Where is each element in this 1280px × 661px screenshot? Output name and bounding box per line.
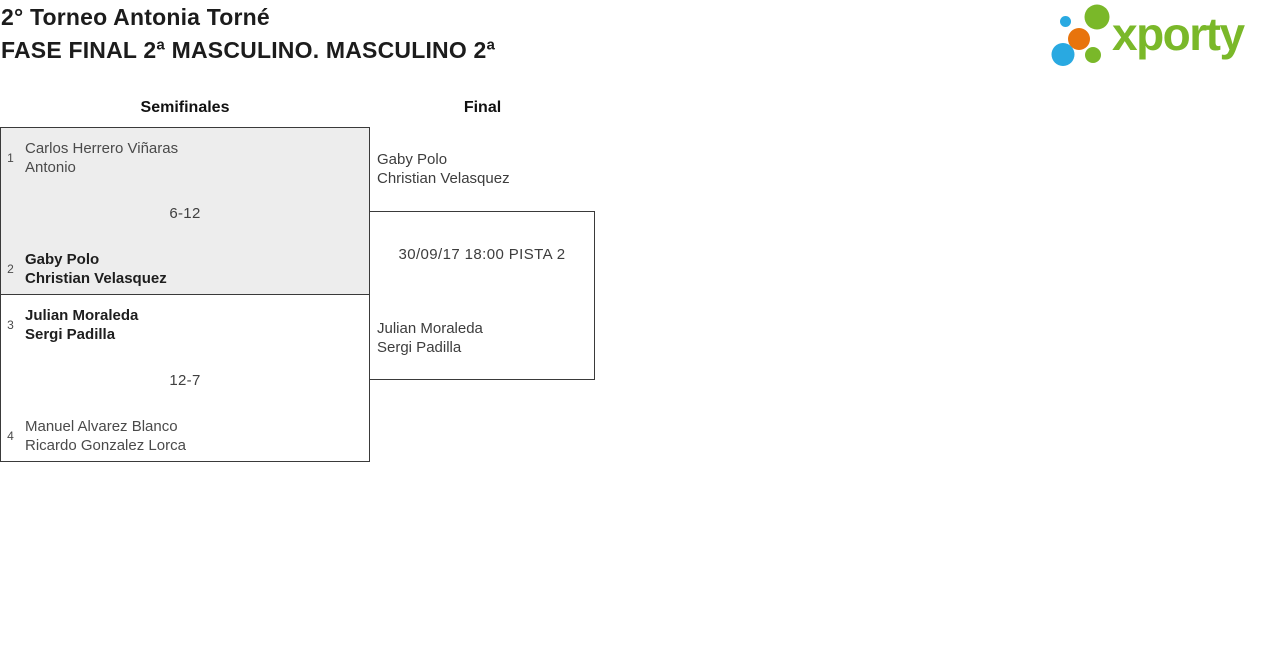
seed-number: 2 (7, 262, 14, 276)
player-name: Christian Velasquez (377, 170, 510, 187)
semifinal-1-team-1: 1 Carlos Herrero Viñaras Antonio (1, 139, 369, 177)
player-name: Julian Moraleda (25, 307, 139, 324)
logo-wordmark: xporty (1112, 8, 1245, 60)
match-score: 6-12 (169, 205, 201, 222)
final-team-2: Julian Moraleda Sergi Padilla (377, 319, 483, 357)
semifinal-2-team-2: 4 Manuel Alvarez Blanco Ricardo Gonzalez… (1, 417, 369, 455)
semifinal-2-team-1: 3 Julian Moraleda Sergi Padilla (1, 306, 369, 344)
xporty-logo[interactable]: xporty (1046, 0, 1280, 72)
player-name: Julian Moraleda (377, 320, 483, 337)
player-name: Christian Velasquez (25, 270, 167, 287)
player-name: Ricardo Gonzalez Lorca (25, 437, 186, 454)
player-name: Manuel Alvarez Blanco (25, 418, 178, 435)
player-name: Carlos Herrero Viñaras (25, 140, 179, 157)
player-name: Sergi Padilla (377, 339, 462, 356)
seed-number: 4 (7, 429, 14, 443)
round-header-final: Final (463, 99, 502, 116)
semifinal-1-card: 1 Carlos Herrero Viñaras Antonio 6-12 2 … (0, 127, 370, 295)
player-name: Gaby Polo (25, 251, 100, 268)
logo-dots-icon (1051, 4, 1110, 66)
seed-number: 3 (7, 318, 14, 332)
final-match-schedule: 30/09/17 18:00 PISTA 2 (398, 246, 566, 263)
seed-number: 1 (7, 151, 14, 165)
semifinal-1-team-2: 2 Gaby Polo Christian Velasquez (1, 250, 369, 288)
tournament-title: 2° Torneo Antonia Torné (1, 4, 270, 30)
player-name: Gaby Polo (377, 151, 448, 168)
round-header-semifinales: Semifinales (140, 99, 230, 116)
final-team-1: Gaby Polo Christian Velasquez (377, 150, 510, 188)
player-name: Sergi Padilla (25, 326, 116, 343)
page-header: 2° Torneo Antonia Torné FASE FINAL 2ª MA… (1, 1, 495, 67)
final-match-card: 30/09/17 18:00 PISTA 2 Julian Moraleda S… (369, 211, 595, 380)
match-score: 12-7 (169, 372, 201, 389)
player-name: Antonio (25, 159, 76, 176)
semifinal-2-card: 3 Julian Moraleda Sergi Padilla 12-7 4 M… (0, 294, 370, 462)
phase-title: FASE FINAL 2ª MASCULINO. MASCULINO 2ª (1, 37, 496, 63)
